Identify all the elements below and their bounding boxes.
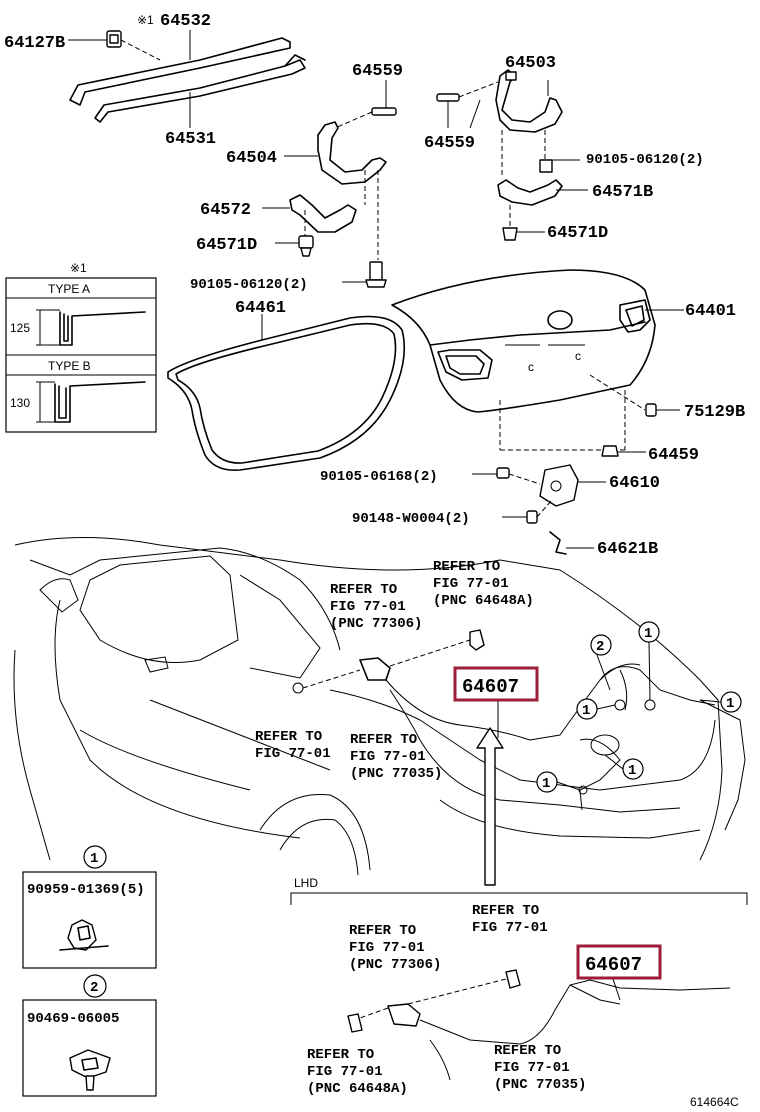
figure-id: 614664C bbox=[690, 1095, 739, 1109]
wire-harness-lhd bbox=[347, 969, 731, 1081]
svg-text:REFER TO: REFER TO bbox=[350, 732, 417, 748]
callout-64532: 64532 bbox=[160, 12, 211, 31]
callout-90148-W0004: 90148-W0004(2) bbox=[352, 511, 470, 527]
marker-one-e: 1 bbox=[542, 776, 550, 792]
refer-block-77035-top: REFER TO FIG 77-01 (PNC 77035) bbox=[350, 732, 442, 782]
type-a-label: TYPE A bbox=[48, 282, 90, 296]
svg-text:c: c bbox=[528, 360, 534, 374]
callout-64459: 64459 bbox=[648, 446, 699, 465]
svg-text:c: c bbox=[575, 349, 581, 363]
refer-block-64648A-lhd: REFER TO FIG 77-01 (PNC 64648A) bbox=[307, 1047, 408, 1097]
svg-text:REFER TO: REFER TO bbox=[307, 1047, 374, 1063]
callout-64504: 64504 bbox=[226, 149, 277, 168]
svg-text:FIG 77-01: FIG 77-01 bbox=[307, 1064, 383, 1080]
lhd-detail-bracket bbox=[290, 892, 748, 905]
marker-two-vehicle: 2 bbox=[596, 639, 604, 655]
callout-64607-lhd[interactable]: 64607 bbox=[585, 954, 642, 976]
type-detail-box bbox=[5, 277, 157, 433]
trunk-lid: c c bbox=[391, 269, 684, 451]
trunk-weatherstrip bbox=[167, 314, 406, 472]
refer-block-77035-lhd: REFER TO FIG 77-01 (PNC 77035) bbox=[494, 1043, 586, 1093]
legend-clip-2 bbox=[22, 974, 157, 1097]
svg-text:(PNC 77035): (PNC 77035) bbox=[350, 766, 442, 782]
callout-64571B: 64571B bbox=[592, 183, 653, 202]
callout-64127B: 64127B bbox=[4, 34, 65, 53]
vehicle-body-outline bbox=[13, 537, 746, 876]
callout-64571D-left: 64571D bbox=[196, 236, 257, 255]
svg-text:REFER TO: REFER TO bbox=[494, 1043, 561, 1059]
torsion-bar-assembly bbox=[68, 30, 306, 128]
svg-text:FIG 77-01: FIG 77-01 bbox=[350, 749, 426, 765]
legend-clip-1-number: 1 bbox=[90, 851, 98, 867]
svg-text:FIG 77-01: FIG 77-01 bbox=[433, 576, 509, 592]
refer-block-77306-top: REFER TO FIG 77-01 (PNC 77306) bbox=[330, 582, 422, 632]
marker-one-d: 1 bbox=[628, 763, 636, 779]
legend-clip-1-part: 90959-01369(5) bbox=[27, 882, 145, 898]
callout-64607-main[interactable]: 64607 bbox=[462, 676, 519, 698]
svg-text:(PNC 64648A): (PNC 64648A) bbox=[433, 593, 534, 609]
svg-text:REFER TO: REFER TO bbox=[330, 582, 397, 598]
lhd-pointer-arrow bbox=[476, 727, 504, 886]
svg-text:FIG 77-01: FIG 77-01 bbox=[472, 920, 548, 936]
svg-text:REFER TO: REFER TO bbox=[255, 729, 322, 745]
type-box-mark: ※1 bbox=[70, 261, 87, 275]
svg-text:(PNC 77306): (PNC 77306) bbox=[330, 616, 422, 632]
svg-text:REFER TO: REFER TO bbox=[349, 923, 416, 939]
callout-64401: 64401 bbox=[685, 302, 736, 321]
callout-64621B: 64621B bbox=[597, 540, 658, 559]
refer-block-64648A-top: REFER TO FIG 77-01 (PNC 64648A) bbox=[433, 559, 534, 609]
highlight-64607-main[interactable] bbox=[453, 666, 539, 702]
clip-markers-vehicle bbox=[536, 621, 742, 793]
refer-block-lhd-top: REFER TO FIG 77-01 bbox=[472, 903, 548, 936]
callout-90105-06120-right: 90105-06120(2) bbox=[586, 152, 704, 168]
svg-text:FIG 77-01: FIG 77-01 bbox=[494, 1060, 570, 1076]
callout-64559-left: 64559 bbox=[352, 62, 403, 81]
callout-90105-06168: 90105-06168(2) bbox=[320, 469, 438, 485]
type-a-dimension: 125 bbox=[10, 321, 30, 335]
type-b-dimension: 130 bbox=[10, 396, 30, 410]
callout-64503: 64503 bbox=[505, 54, 556, 73]
refer-block-77306-lhd: REFER TO FIG 77-01 (PNC 77306) bbox=[349, 923, 441, 973]
left-hinge-assembly bbox=[262, 80, 397, 288]
marker-one-c: 1 bbox=[726, 696, 734, 712]
refer-block-left: REFER TO FIG 77-01 bbox=[255, 729, 331, 762]
callout-mark-64532: ※1 bbox=[137, 13, 154, 27]
svg-text:REFER TO: REFER TO bbox=[472, 903, 539, 919]
callout-64572: 64572 bbox=[200, 201, 251, 220]
callout-90105-06120-left: 90105-06120(2) bbox=[190, 277, 308, 293]
callout-64559-right: 64559 bbox=[424, 134, 475, 153]
legend-clip-2-number: 2 bbox=[90, 980, 98, 996]
svg-text:(PNC 77035): (PNC 77035) bbox=[494, 1077, 586, 1093]
small-fasteners bbox=[472, 403, 680, 555]
callout-75129B: 75129B bbox=[684, 403, 745, 422]
callout-64461: 64461 bbox=[235, 299, 286, 318]
svg-text:REFER TO: REFER TO bbox=[433, 559, 500, 575]
svg-text:FIG 77-01: FIG 77-01 bbox=[349, 940, 425, 956]
svg-text:(PNC 77306): (PNC 77306) bbox=[349, 957, 441, 973]
legend-clip-2-part: 90469-06005 bbox=[27, 1011, 119, 1027]
type-b-label: TYPE B bbox=[48, 359, 91, 373]
highlight-64607-lhd[interactable] bbox=[576, 944, 662, 980]
lhd-label: LHD bbox=[294, 876, 318, 890]
right-hinge-assembly bbox=[436, 69, 588, 241]
svg-text:(PNC 64648A): (PNC 64648A) bbox=[307, 1081, 408, 1097]
svg-text:FIG 77-01: FIG 77-01 bbox=[330, 599, 406, 615]
marker-one-a: 1 bbox=[644, 626, 652, 642]
callout-64531: 64531 bbox=[165, 130, 216, 149]
legend-clip-1 bbox=[22, 845, 157, 969]
marker-one-b: 1 bbox=[582, 703, 590, 719]
svg-text:FIG 77-01: FIG 77-01 bbox=[255, 746, 331, 762]
callout-64610: 64610 bbox=[609, 474, 660, 493]
callout-64571D-right: 64571D bbox=[547, 224, 608, 243]
wire-harness-main bbox=[292, 629, 716, 811]
